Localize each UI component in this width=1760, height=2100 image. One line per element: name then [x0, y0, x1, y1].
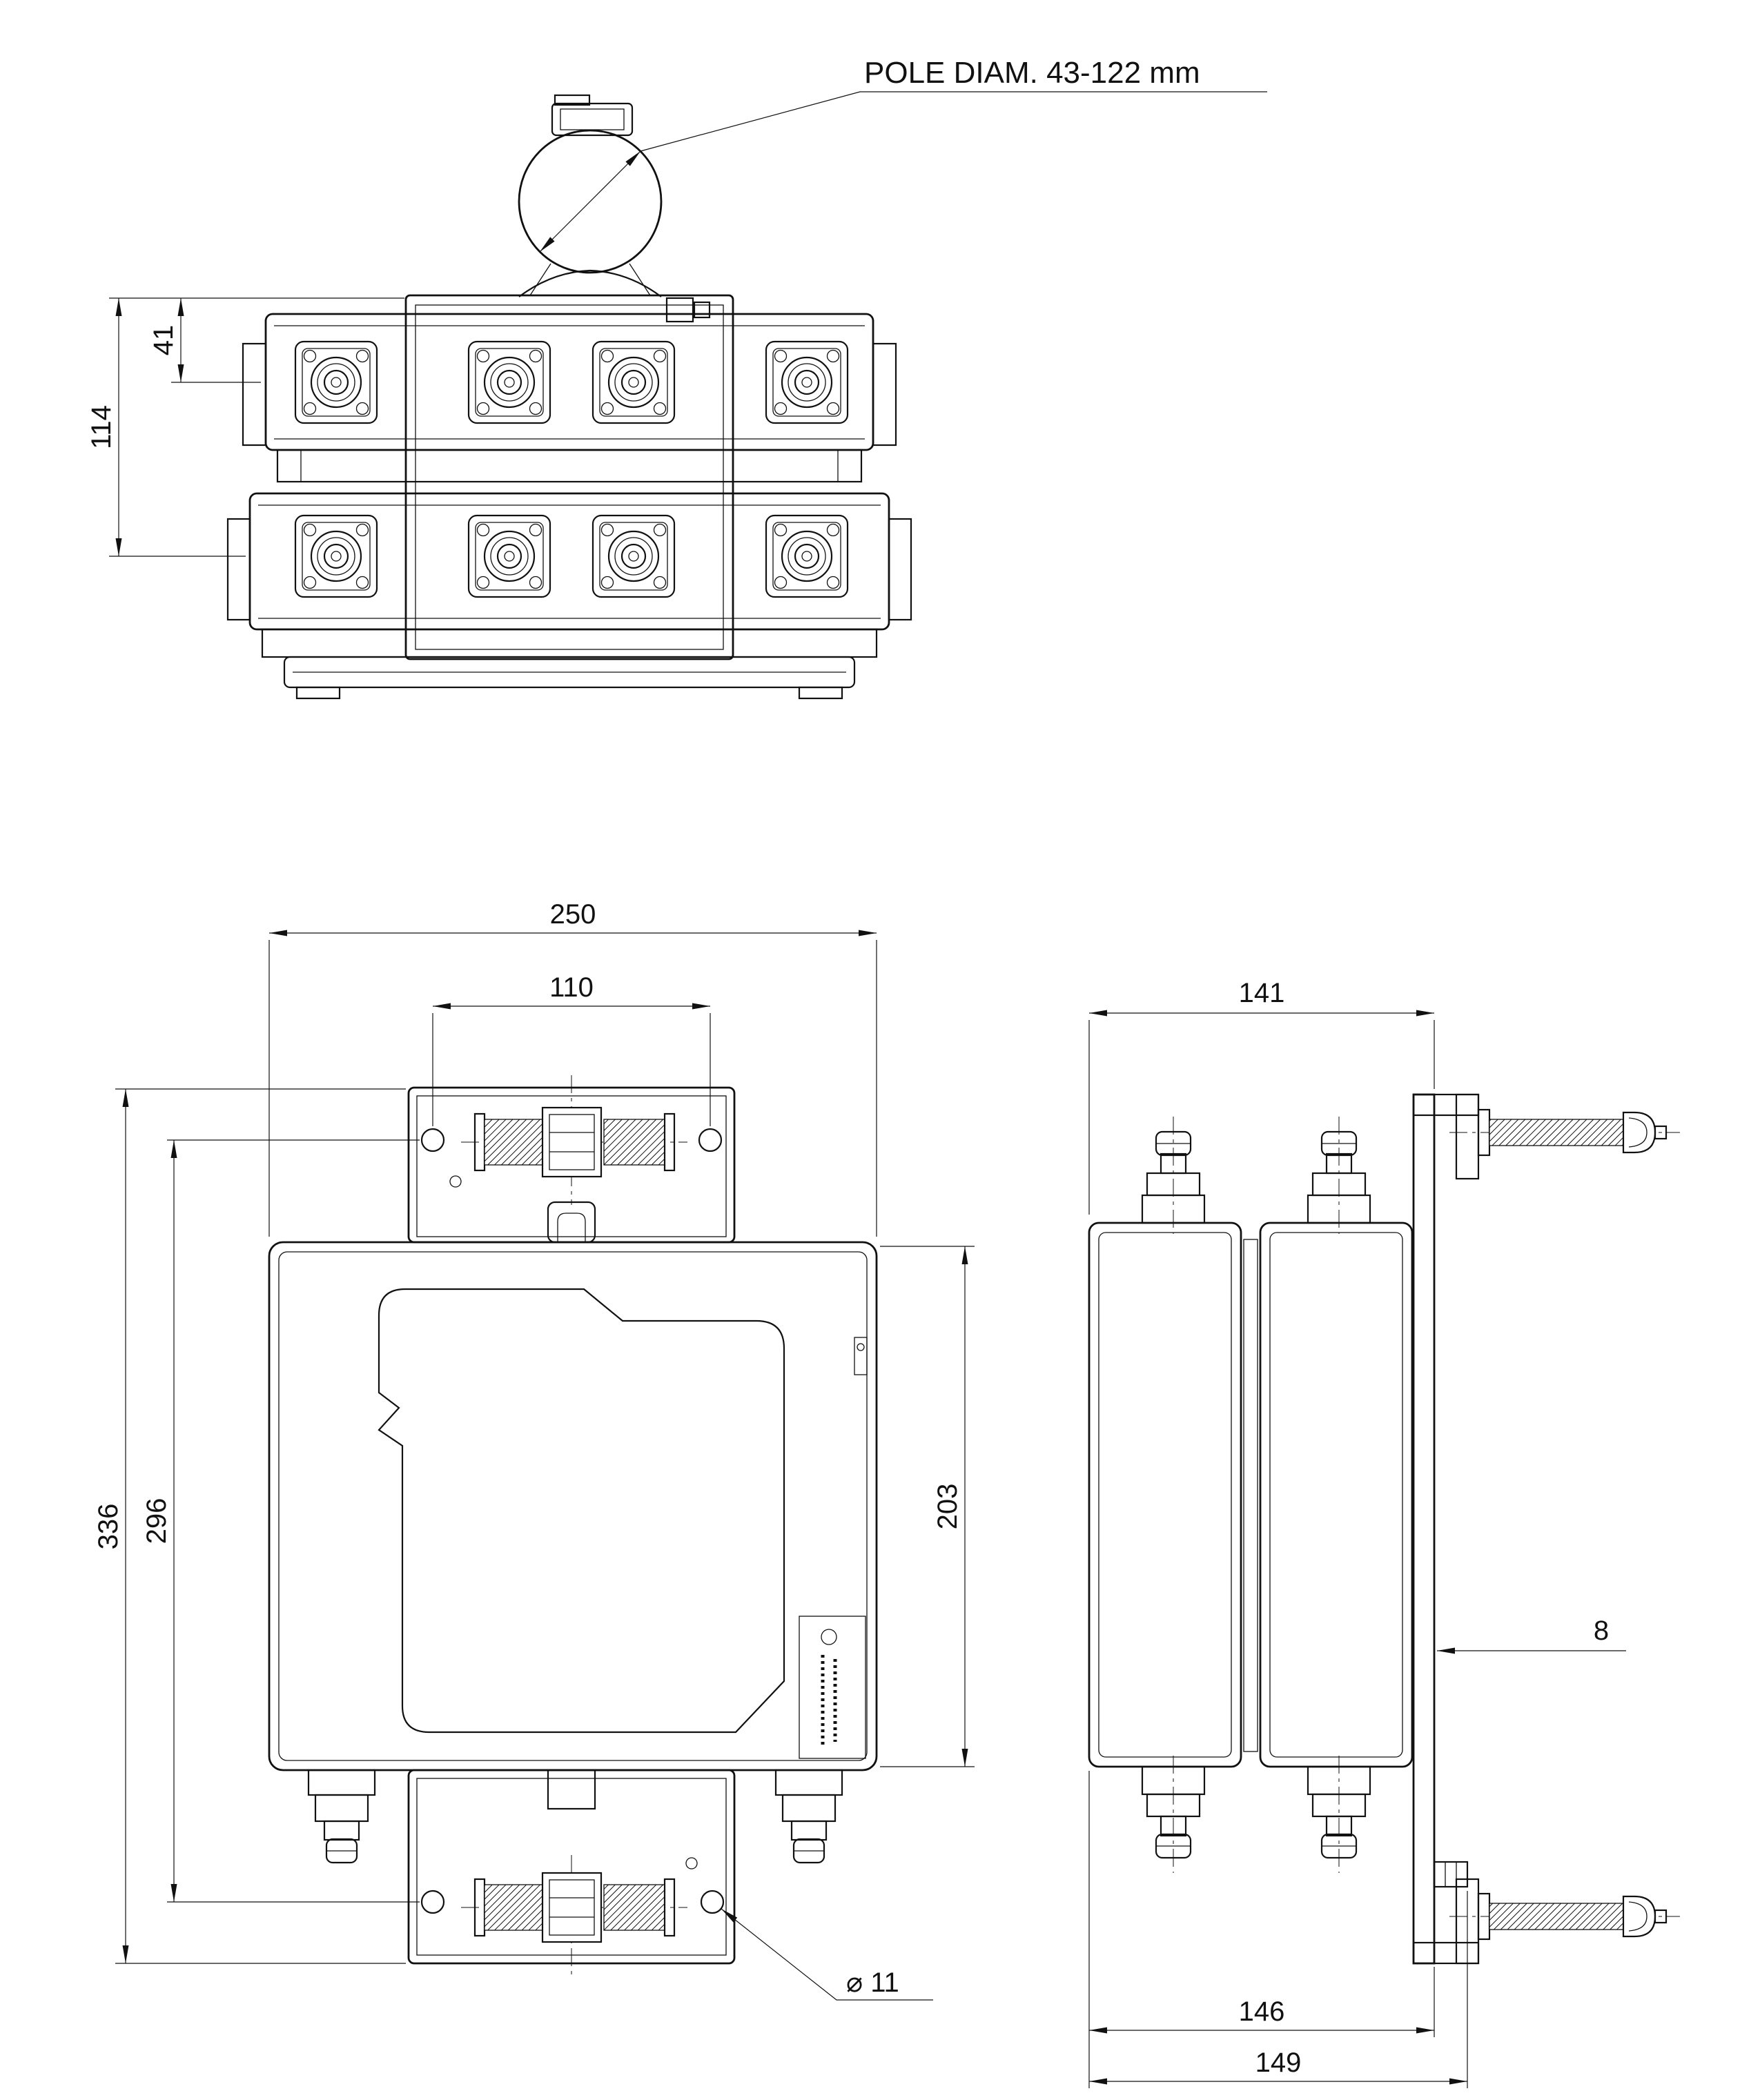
top-view-upper-unit [242, 313, 897, 483]
dim-141-label: 141 [1239, 978, 1285, 1008]
dim-149-label: 149 [1255, 2048, 1302, 2078]
dim-336-label: 336 [93, 1504, 124, 1550]
connector-front-view [307, 1769, 376, 1864]
dim-8-label: 8 [1594, 1616, 1609, 1646]
connector-front-view [774, 1769, 843, 1864]
product-label [799, 1616, 866, 1759]
mounting-hole [698, 1128, 723, 1152]
latch-detail [854, 1337, 868, 1375]
pole-clamp-bracket-top-view [404, 263, 734, 660]
mounting-hole [420, 1890, 445, 1914]
pole-cross-section [518, 94, 663, 274]
pilot-hole [685, 1857, 698, 1870]
dimension-203: 203 [880, 1246, 975, 1767]
dimension-149: 149 [1089, 1891, 1468, 2088]
connector-side-view [1141, 1115, 1206, 1235]
connector-top-view [467, 340, 551, 424]
dimension-8: 8 [1437, 1616, 1626, 1654]
pole-diameter-note: POLE DIAM. 43-122 mm [864, 56, 1200, 90]
connector-top-view [294, 340, 378, 424]
clamp-nut [1433, 1861, 1469, 1888]
top-view-lower-unit [226, 492, 912, 700]
dimension-296: 296 [141, 1139, 420, 1903]
dimension-41: 41 [109, 297, 404, 383]
dim-296-label: 296 [141, 1498, 172, 1544]
top-clamp-rod [1412, 1093, 1680, 1180]
front-view: 250 110 336 296 203 [93, 899, 975, 2001]
mounting-plate-side [1412, 1093, 1436, 1965]
pilot-hole [449, 1175, 462, 1188]
connector-top-view [294, 514, 378, 598]
dim-250-label: 250 [550, 899, 596, 930]
connector-top-view [591, 514, 676, 598]
mounting-hole [700, 1890, 725, 1914]
clamp-threaded-rod [460, 1872, 689, 1943]
top-view: POLE DIAM. 43-122 mm 41 114 [86, 56, 1267, 700]
dim-114-label: 114 [86, 405, 117, 449]
connector-top-view [765, 514, 849, 598]
connector-top-view [591, 340, 676, 424]
connector-side-view [1307, 1115, 1371, 1235]
dimension-114: 114 [86, 298, 246, 557]
connector-side-view [1307, 1754, 1371, 1874]
dimension-146: 146 [1088, 1771, 1435, 2088]
dimension-141: 141 [1088, 978, 1435, 1215]
dim-41-label: 41 [148, 325, 179, 356]
side-view: 141 8 146 149 [1088, 978, 1680, 2088]
connector-top-view [765, 340, 849, 424]
bottom-clamp-rod [1412, 1861, 1680, 1965]
clamp-threaded-rod [460, 1106, 689, 1178]
dim-203-label: 203 [932, 1484, 963, 1530]
mounting-hole [420, 1128, 445, 1152]
dim-146-label: 146 [1239, 1996, 1285, 2027]
pole-diameter-annotation: POLE DIAM. 43-122 mm [539, 56, 1267, 253]
dimension-110: 110 [432, 972, 711, 1126]
dim-110-label: 110 [549, 972, 594, 1003]
hole-diameter-note: ⌀ 11 [846, 1967, 899, 1998]
bottom-mounting-bracket [407, 1769, 736, 1975]
connector-top-view [467, 514, 551, 598]
dimension-336: 336 [93, 1088, 406, 1964]
top-mounting-bracket [407, 1075, 736, 1244]
hole-diameter-annotation: ⌀ 11 [721, 1908, 933, 2001]
connector-side-view [1141, 1754, 1206, 1874]
dimension-250: 250 [268, 899, 877, 1237]
main-body-side [1088, 1221, 1414, 1768]
main-body-front [268, 1241, 878, 1772]
